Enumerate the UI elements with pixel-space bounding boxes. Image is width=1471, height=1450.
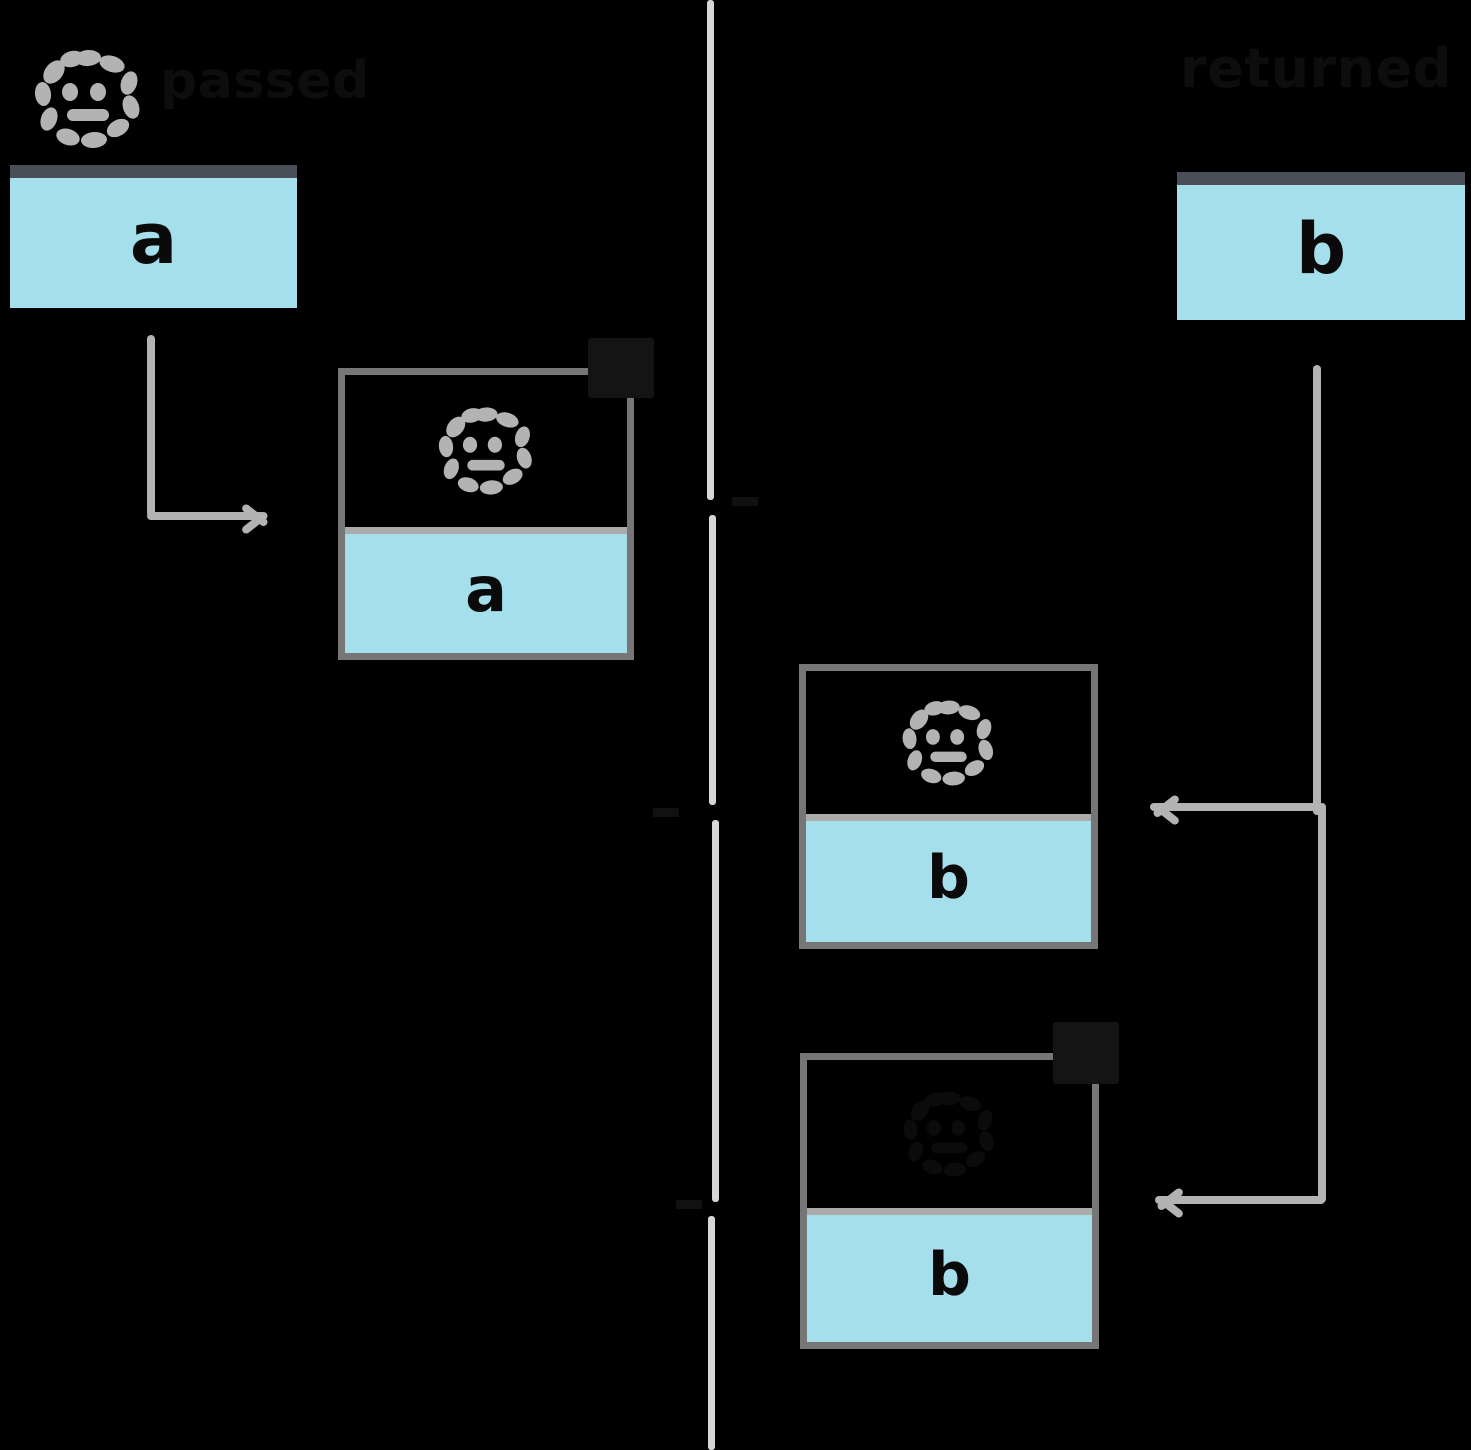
container-box-a-glyph: a — [465, 552, 507, 626]
arrow-b-lower-segment-horizontal — [1155, 1196, 1325, 1204]
arrow-b-lower-head — [1152, 1184, 1186, 1220]
container-box-a-head — [345, 375, 627, 534]
arrow-b-upper-segment-vertical — [1313, 365, 1321, 815]
container-box-b-upper-body: b — [806, 821, 1091, 942]
container-box-b-lower-head — [807, 1060, 1092, 1215]
divider-segment — [707, 0, 714, 500]
arrow-a-head — [240, 500, 277, 536]
arrow-b-upper-segment-horizontal — [1150, 803, 1320, 811]
container-box-a-body: a — [345, 534, 627, 653]
divider-segment — [709, 515, 716, 805]
divider-segment — [708, 1216, 715, 1450]
arrow-a-segment-vertical — [147, 335, 155, 517]
divider-segment — [712, 820, 719, 1202]
right-header-label: returned — [1180, 37, 1452, 100]
value-box-a[interactable]: a — [10, 165, 297, 308]
value-box-b-glyph: b — [1295, 207, 1347, 290]
arrow-b-upper-head — [1148, 791, 1182, 827]
container-box-b-upper-glyph: b — [927, 842, 970, 913]
value-box-b[interactable]: b — [1177, 172, 1465, 320]
container-box-b-lower[interactable]: b — [800, 1053, 1099, 1349]
dotted-face-icon — [436, 403, 536, 499]
container-box-a[interactable]: a — [338, 368, 634, 660]
dotted-face-icon — [32, 45, 144, 153]
dotted-face-icon — [901, 1087, 998, 1181]
container-box-b-upper-head — [806, 671, 1091, 821]
divider-tick — [732, 497, 758, 506]
dotted-face-icon — [900, 696, 997, 790]
arrow-a-segment-horizontal — [147, 512, 265, 520]
value-box-a-glyph: a — [129, 198, 178, 280]
container-box-b-lower-corner-badge — [1053, 1022, 1119, 1084]
arrow-b-lower-segment-vertical — [1318, 803, 1326, 1203]
left-header-label: passed — [160, 51, 370, 111]
divider-tick — [653, 808, 679, 817]
container-box-b-lower-glyph: b — [928, 1239, 971, 1310]
container-box-b-upper[interactable]: b — [799, 664, 1098, 949]
divider-tick — [676, 1200, 702, 1209]
container-box-b-lower-body: b — [807, 1215, 1092, 1342]
container-box-a-corner-badge — [588, 338, 654, 398]
